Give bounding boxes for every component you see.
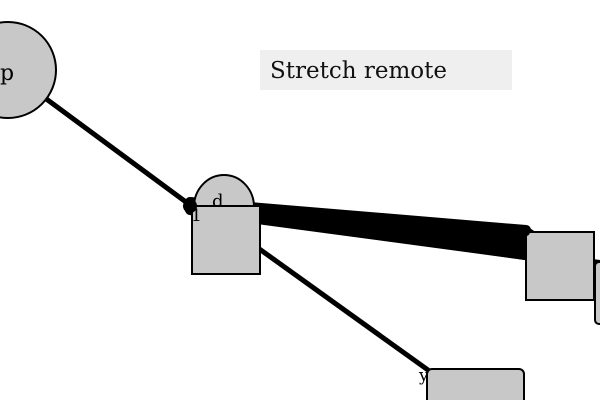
node-bottom-label: y — [418, 366, 429, 386]
edge-center-to-bottom — [255, 245, 431, 373]
node-circle-p-shape — [0, 21, 57, 119]
node-circle-p[interactable]: p — [0, 21, 57, 119]
node-right-box — [525, 231, 595, 301]
caption-background — [260, 50, 512, 90]
node-bottom[interactable]: y — [418, 366, 525, 400]
node-right-partial-box — [594, 261, 600, 325]
node-bottom-box — [426, 368, 525, 400]
node-circle-p-label: p — [0, 61, 14, 86]
node-center-box-label: 1 — [191, 206, 202, 226]
edge-p-to-center — [42, 95, 193, 208]
node-center[interactable]: d 1 — [183, 174, 261, 275]
node-center-semicircle-label: d — [212, 191, 224, 212]
node-right[interactable] — [522, 228, 600, 325]
node-right-anchor — [522, 228, 530, 236]
node-center-box — [191, 205, 261, 275]
caption-text: Stretch remote — [270, 58, 447, 84]
node-center-semicircle — [192, 174, 256, 208]
node-center-anchor — [183, 199, 197, 213]
